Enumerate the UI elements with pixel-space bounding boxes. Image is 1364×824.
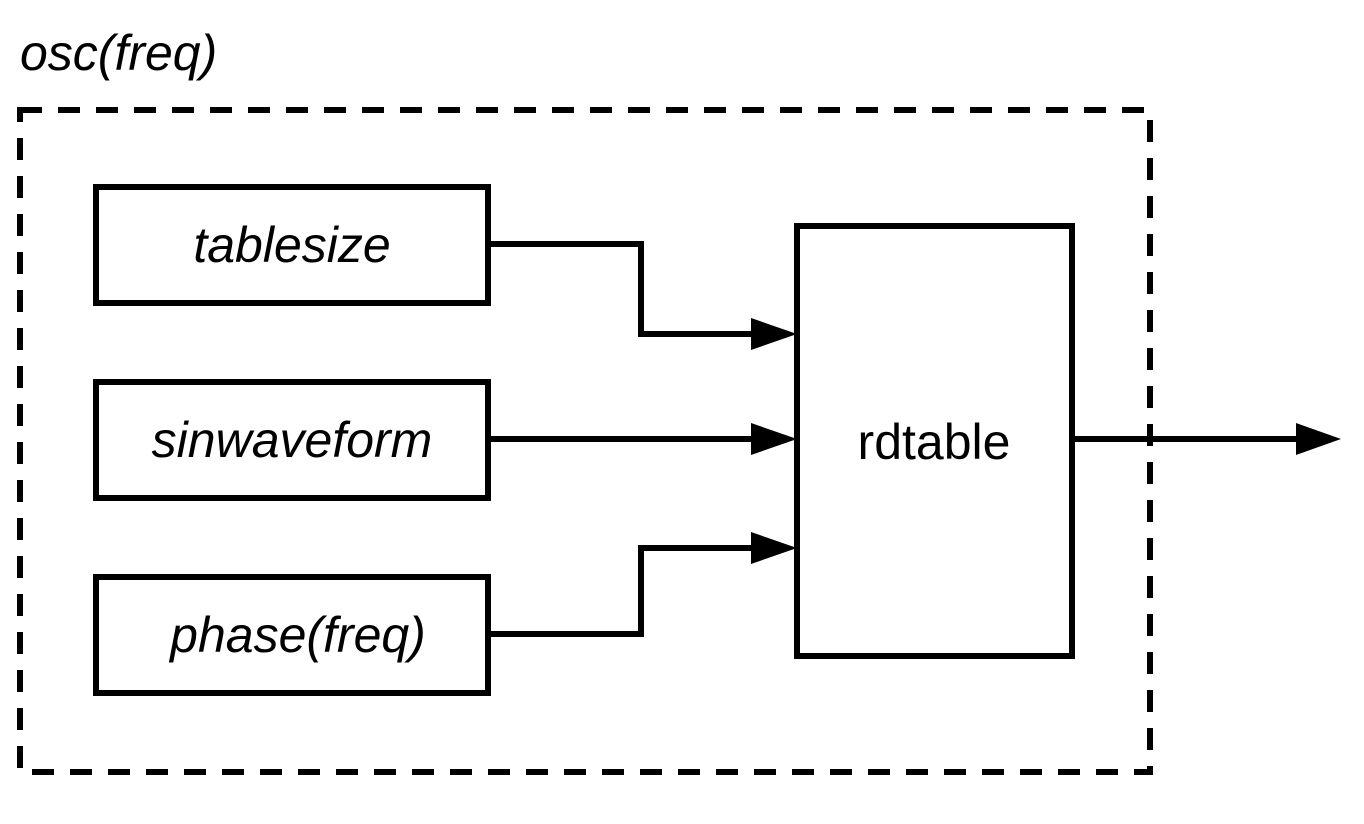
input-box-tablesize (93, 184, 491, 306)
arrowhead-sinwaveform (751, 423, 797, 455)
input-label-tablesize: tablesize (193, 217, 390, 273)
processor-block-rdtable: rdtable (794, 223, 1075, 659)
input-label-phase: phase(freq) (168, 607, 426, 663)
arrowhead-tablesize (751, 318, 797, 350)
arrowhead-phase (751, 532, 797, 564)
processor-label-rdtable: rdtable (858, 414, 1011, 470)
input-block-phase: phase(freq) (93, 574, 491, 696)
wire-phase-to-rdtable (488, 545, 755, 637)
arrowhead-output (1296, 423, 1341, 455)
group-label-osc: osc(freq) (20, 25, 217, 81)
input-block-sinwaveform: sinwaveform (93, 379, 491, 501)
input-label-sinwaveform: sinwaveform (152, 412, 433, 468)
wire-tablesize-to-rdtable (488, 241, 755, 337)
input-block-tablesize: tablesize (93, 184, 491, 306)
processor-box-rdtable (794, 223, 1075, 659)
